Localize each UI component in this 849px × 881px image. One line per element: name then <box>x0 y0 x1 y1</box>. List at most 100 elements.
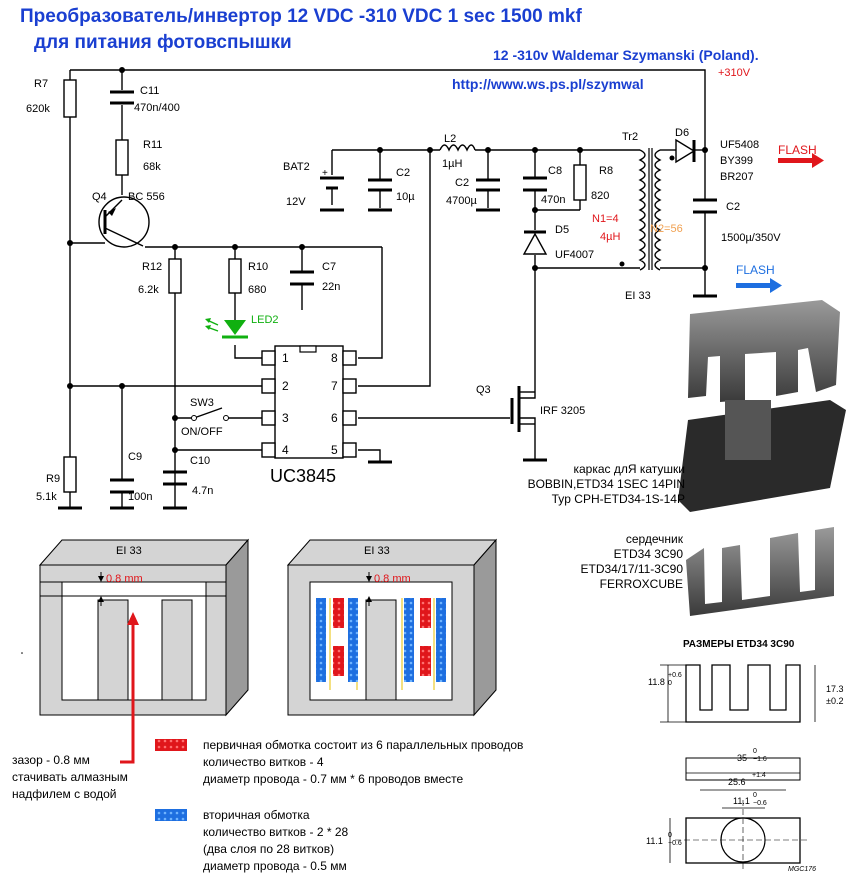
uc3845-ic <box>261 345 357 459</box>
gap-note: зазор - 0.8 мм стачивать алмазным надфил… <box>12 753 128 801</box>
c8-ref: C8 <box>548 165 562 177</box>
c11-ref: C11 <box>140 85 159 97</box>
d6-part-3: BR207 <box>720 171 754 183</box>
tr2-n1-inductance: 4µH <box>600 231 620 243</box>
d6-ref: D6 <box>675 127 689 139</box>
led2-label: LED2 <box>251 314 279 326</box>
dims-w2-tol: +1.4 <box>752 772 766 779</box>
r7-value: 620k <box>26 103 50 115</box>
r7-ref: R7 <box>34 78 48 90</box>
ei33-left-gap-arrows <box>98 572 104 606</box>
r10-resistor <box>228 258 242 294</box>
r11-value: 68k <box>143 161 161 173</box>
ei33-left-gap: 0.8 mm <box>106 573 143 585</box>
ic-pin-6: 6 <box>331 411 338 425</box>
q4-transistor <box>98 196 150 248</box>
c7-ref: C7 <box>322 261 336 273</box>
r9-ref: R9 <box>46 473 60 485</box>
c10-value: 4.7n <box>192 485 213 497</box>
secondary-swatch <box>155 809 187 821</box>
d6-part-2: BY399 <box>720 155 753 167</box>
c11-capacitor <box>110 90 134 105</box>
page-title: Преобразователь/инвертор 12 VDC -310 VDC… <box>20 6 582 27</box>
c7-value: 22n <box>322 281 340 293</box>
d5-ref: D5 <box>555 224 569 236</box>
ic-pin-2: 2 <box>282 379 289 393</box>
plus-310v-label: +310V <box>718 67 751 79</box>
d5-value: UF4007 <box>555 249 594 261</box>
c9-ref: C9 <box>128 451 142 463</box>
author-url[interactable]: http://www.ws.ps.pl/szymwal <box>452 76 644 92</box>
flash-out-label: FLASH <box>778 143 817 157</box>
dims-w1-tol: 0−1.6 <box>753 748 767 763</box>
r8-value: 820 <box>591 190 609 202</box>
r9-resistor <box>63 456 77 493</box>
page-subtitle: для питания фотовспышки <box>34 32 292 53</box>
l2-inductor <box>439 144 476 152</box>
bat2-value: 12V <box>286 196 306 208</box>
gap-pointer-arrow <box>120 612 139 764</box>
bobbin-caption: каркас длЯ катушки BOBBIN,ETD34 1SEC 14P… <box>527 462 685 506</box>
flash-gnd-arrow <box>736 278 782 293</box>
q4-ref: Q4 <box>92 191 107 203</box>
dims-w2: 25.6 <box>728 777 746 787</box>
led2-diode <box>205 318 248 339</box>
d6-part-1: UF5408 <box>720 139 759 151</box>
ic-pin-1: 1 <box>282 351 289 365</box>
q4-value: BC 556 <box>128 191 165 203</box>
dims-h1: 11.8 <box>648 677 665 687</box>
dims-h3-tol: 0−0.6 <box>668 832 682 847</box>
r10-value: 680 <box>248 284 266 296</box>
c8-value: 470n <box>541 194 565 206</box>
c9-value: 100n <box>128 491 152 503</box>
dims-top-view <box>669 757 810 872</box>
q3-value: IRF 3205 <box>540 405 585 417</box>
ei33-right-title: EI 33 <box>364 545 390 557</box>
c2c-ref: C2 <box>726 201 740 213</box>
r12-resistor <box>168 258 182 294</box>
dims-h1-tol: +0.6 0 <box>668 672 682 687</box>
dims-w1: 35 <box>737 753 748 763</box>
windings <box>316 598 446 690</box>
c9-capacitor <box>110 478 134 510</box>
c2a-value: 10µ <box>396 191 415 203</box>
c2b-value: 4700µ <box>446 195 477 207</box>
dims-side-view <box>660 664 816 723</box>
c2-4700u-capacitor <box>476 178 500 212</box>
q3-mosfet <box>510 386 535 432</box>
primary-swatch <box>155 739 187 751</box>
q3-ref: Q3 <box>476 384 491 396</box>
l2-ref: L2 <box>444 133 456 145</box>
ic-pin-5: 5 <box>331 443 338 457</box>
c2c-value: 1500µ/350V <box>721 232 781 244</box>
c2b-ref: C2 <box>455 177 469 189</box>
ic-pin-4: 4 <box>282 443 289 457</box>
ic-pin-3: 3 <box>282 411 289 425</box>
ei33-left-title: EI 33 <box>116 545 142 557</box>
c10-capacitor <box>163 470 187 510</box>
l2-value: 1µH <box>442 158 462 170</box>
c11-value: 470n/400 <box>134 102 180 114</box>
dims-w3: 11.1 <box>733 796 750 806</box>
author-credit: 12 -310v Waldemar Szymanski (Poland). <box>493 47 759 63</box>
junction-dots <box>67 67 708 453</box>
d6-diode <box>675 138 696 164</box>
ei33-right-gap: 0.8 mm <box>374 573 411 585</box>
dims-h2-tol: ±0.2 <box>826 696 844 706</box>
r10-ref: R10 <box>248 261 268 273</box>
ic-pin-8: 8 <box>331 351 338 365</box>
r7-resistor <box>63 79 77 118</box>
r11-ref: R11 <box>143 139 162 151</box>
sw3-ref: SW3 <box>190 397 214 409</box>
dims-code: MGC176 <box>788 866 817 873</box>
svg-text:+: + <box>322 168 328 179</box>
r12-ref: R12 <box>142 261 162 273</box>
sw3-contact-a <box>191 415 197 421</box>
ic-pin-7: 7 <box>331 379 338 393</box>
primary-winding-note: первичная обмотка состоит из 6 параллель… <box>203 738 524 786</box>
c7-capacitor <box>290 270 314 286</box>
dims-h3: 11.1 <box>646 836 663 846</box>
ei33-core-left <box>38 538 250 717</box>
